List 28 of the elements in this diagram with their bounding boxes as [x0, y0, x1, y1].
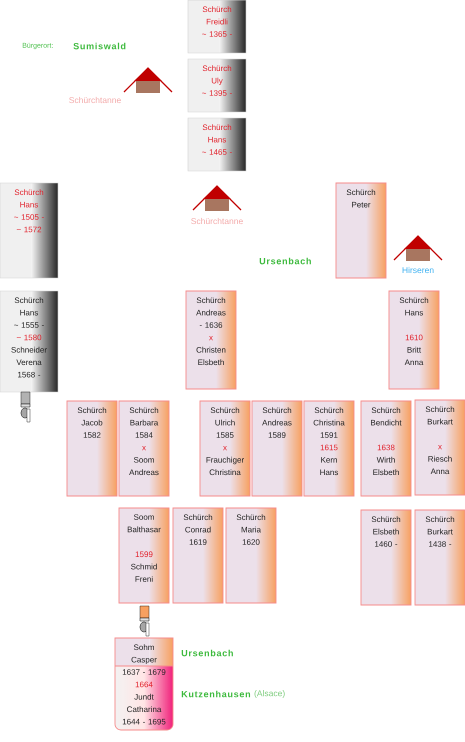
- person-box: Schürch Conrad 1619: [172, 508, 224, 604]
- person-box: Schürch Hans ~ 1465 -: [188, 118, 246, 172]
- person-box: Schürch Burkart x Riesch Anna: [414, 400, 465, 496]
- person-box: Schürch Andreas - 1636 x Christen Elsbeth: [186, 290, 236, 390]
- person-box: Schürch Hans ~ 1505 - ~ 1572: [0, 182, 58, 278]
- person-box: Schürch Burkart 1438 -: [414, 510, 465, 606]
- place-name: Schürchtanne: [69, 96, 121, 104]
- person-box: Schürch Uly ~ 1395 -: [188, 58, 246, 112]
- person-box: Schürch Bendicht 1638 Wirth Elsbeth: [360, 400, 412, 496]
- person-box: Schürch Andreas 1589: [252, 400, 302, 496]
- person-box: Soom Balthasar 1599 Schmid Freni: [118, 508, 170, 604]
- place-name: Ursenbach: [182, 650, 233, 656]
- person-box: Schürch Peter: [336, 182, 386, 278]
- place-name: Sumiswald: [73, 42, 126, 50]
- person-box: Schürch Jacob 1582: [66, 400, 118, 496]
- person-box: Schürch Hans 1610 Britt Anna: [388, 290, 440, 390]
- place-name: (Alsace): [254, 690, 285, 698]
- person-box: Schürch Elsbeth 1460 -: [360, 510, 412, 606]
- person-box: Schürch Barbara 1584 x Soom Andreas: [118, 400, 170, 496]
- place-name: Schürchtanne: [191, 218, 243, 224]
- place-name: Hirseren: [402, 266, 434, 274]
- person-box: Schürch Freidli ~ 1365 -: [188, 0, 246, 54]
- person-box: Schürch Maria 1620: [226, 508, 276, 604]
- couple-card: Sohm Casper 1637 - 1679 1664 Jundt Catharina 1644 - 1695: [114, 638, 174, 730]
- place-name: Kutzenhausen: [182, 690, 250, 698]
- person-box: Schürch Ulrich 1585 x Frauchiger Christina: [200, 400, 250, 496]
- place-name: Ursenbach: [260, 258, 311, 264]
- person-box: Schürch Christina 1591 1615 Kern Hans: [304, 400, 354, 496]
